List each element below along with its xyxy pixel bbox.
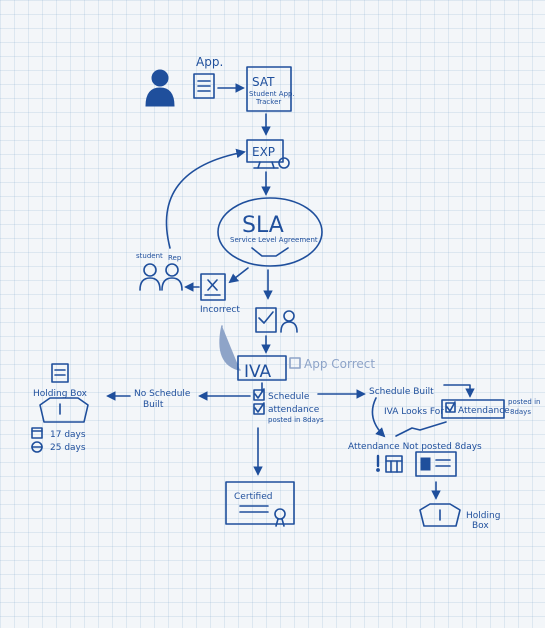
sat-sub-2: Tracker	[255, 98, 281, 106]
schedule-label: Schedule	[268, 392, 310, 402]
student-label: student	[136, 252, 163, 260]
schedule-checkbox	[253, 388, 265, 401]
globe-small-icon	[31, 441, 43, 453]
certified-label: Certified	[234, 492, 272, 502]
calendar-icon	[31, 427, 43, 439]
sat-box: SAT Student App. Tracker	[246, 66, 295, 112]
eight-days-label: 8days	[510, 408, 531, 416]
ribbon-icon	[274, 508, 286, 520]
app-correct-checkbox	[289, 357, 301, 369]
student-person-icon	[139, 263, 161, 291]
sla-sub-label: Service Level Agreement	[230, 236, 318, 244]
arrow-loop-to-exp	[165, 148, 246, 249]
id-card-icon	[415, 451, 457, 477]
days-17-label: 17 days	[50, 430, 86, 440]
attendance-box-label: Attendance	[458, 406, 510, 416]
iva-looks-for-label: IVA Looks For	[384, 407, 444, 417]
schedule-built-label: Schedule Built	[369, 387, 434, 397]
app-label: App.	[196, 55, 223, 69]
incorrect-document-icon	[200, 273, 226, 301]
handshake-icon	[251, 247, 289, 257]
holding-box-left-icon	[39, 363, 89, 423]
incorrect-label: Incorrect	[200, 305, 240, 315]
attendance-box: Attendance	[441, 399, 510, 419]
no-schedule-label-2: Built	[143, 400, 164, 410]
sat-label: SAT	[252, 75, 275, 89]
certificate-icon	[225, 481, 295, 527]
faint-return-arrow	[219, 325, 241, 371]
arrow-to-attendance-box	[443, 384, 475, 398]
exp-label: EXP	[252, 145, 275, 159]
iva-label: IVA	[244, 362, 272, 382]
calendar-grid-icon	[385, 455, 403, 473]
attendance-label: attendance	[268, 405, 320, 415]
reviewer-person-icon	[280, 310, 298, 333]
arrow-sla-to-incorrect	[228, 267, 249, 284]
attendance-checkbox	[253, 402, 265, 415]
exp-monitor-icon: EXP	[246, 139, 290, 169]
applicant-person-icon	[145, 69, 175, 107]
alert-icon	[376, 454, 380, 472]
app-correct-label: App Correct	[304, 357, 375, 371]
app-document-icon	[193, 73, 215, 99]
no-schedule-label-1: No Schedule	[134, 389, 191, 399]
iva-box: IVA	[237, 355, 287, 382]
holding-box-right-label-1: Holding	[466, 511, 500, 521]
attendance-not-posted-label: Attendance Not posted 8days	[348, 442, 482, 452]
globe-icon	[278, 157, 290, 169]
sla-ellipse: SLA Service Level Agreement	[217, 197, 323, 267]
rep-person-icon	[161, 263, 183, 291]
checklist-icon	[255, 307, 277, 333]
days-25-label: 25 days	[50, 443, 86, 453]
posted-in-label: posted in	[508, 398, 540, 406]
arrow-curved-to-not-posted	[371, 397, 386, 438]
holding-box-right-label-2: Box	[472, 521, 489, 531]
posted-8days-label: posted in 8days	[268, 416, 324, 424]
holding-box-left-label: Holding Box	[33, 389, 88, 399]
sla-label: SLA	[242, 213, 284, 238]
zigzag-line	[395, 421, 447, 437]
rep-label: Rep	[168, 254, 182, 262]
holding-box-right-icon	[419, 503, 461, 527]
sat-sub-1: Student App.	[249, 90, 295, 98]
